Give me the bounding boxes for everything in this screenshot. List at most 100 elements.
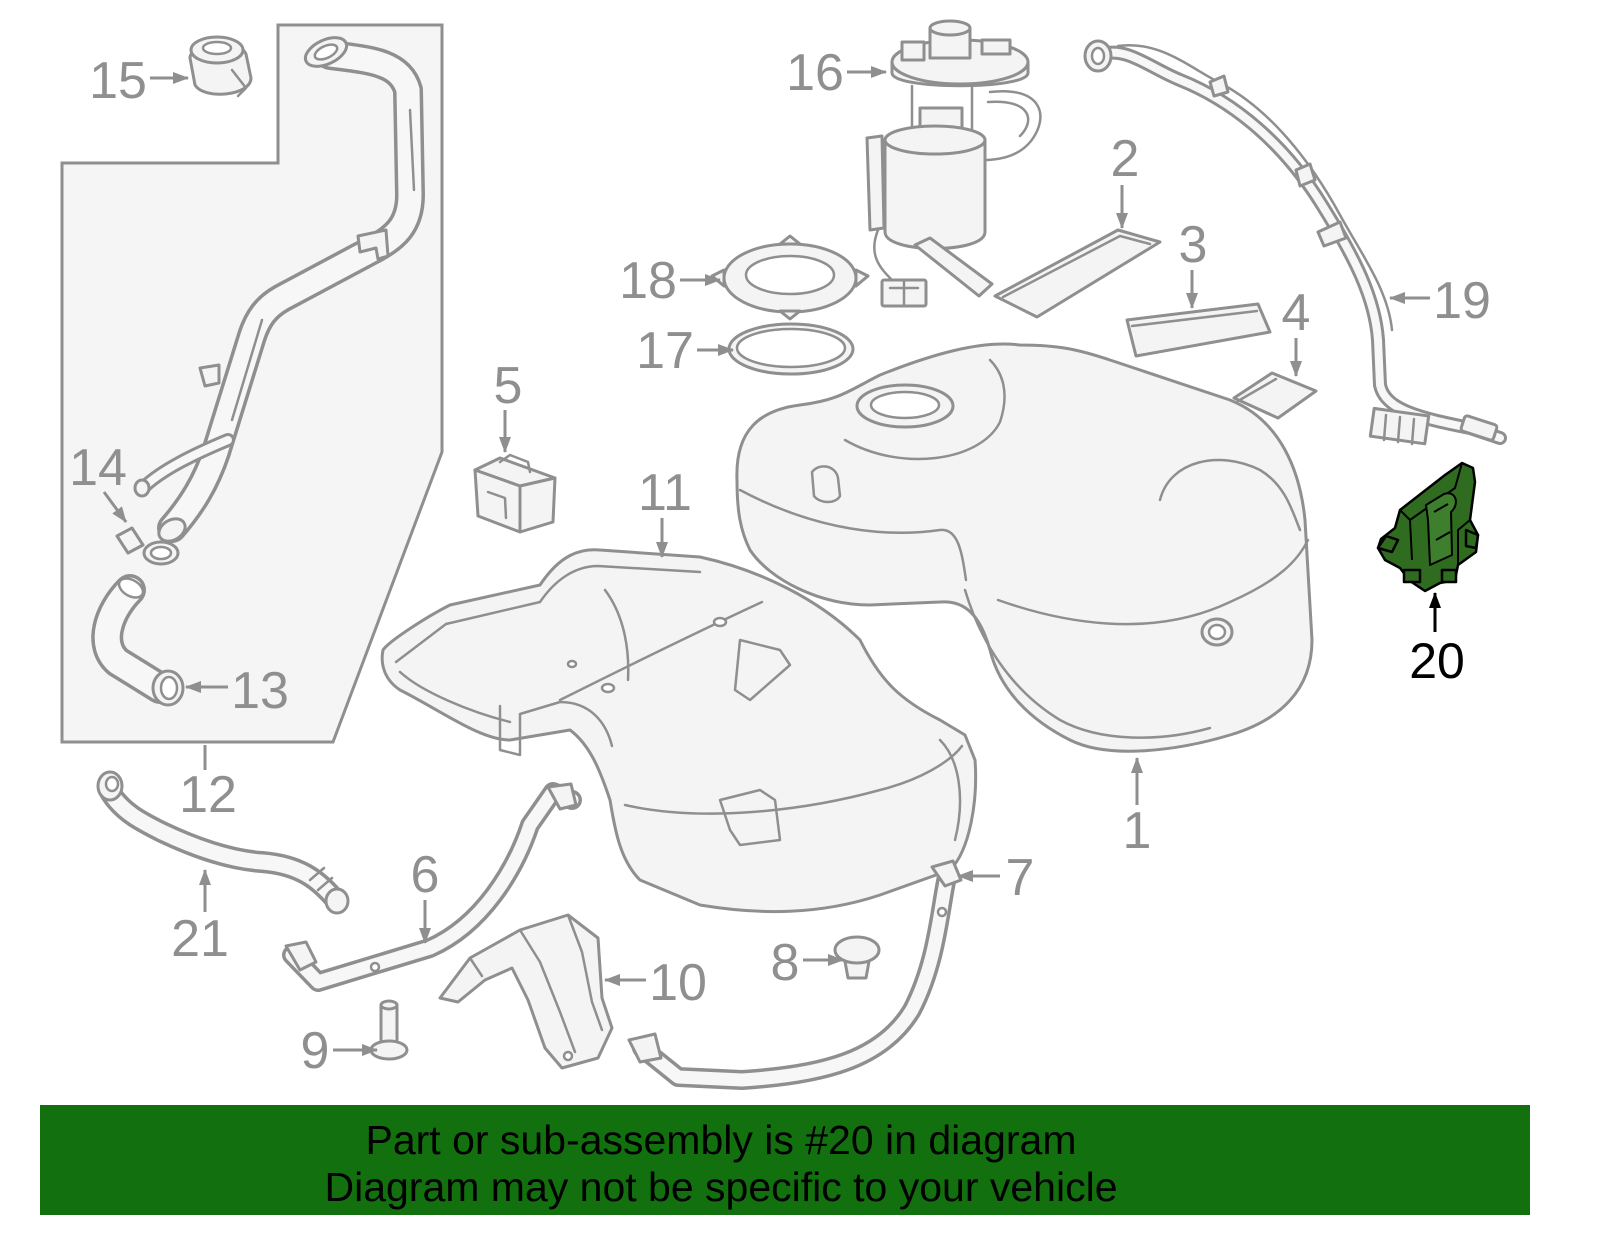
part-6-hole — [369, 961, 381, 973]
part-11-rim-right — [938, 738, 962, 842]
callout-label-5: 5 — [494, 357, 523, 415]
info-banner: Part or sub-assembly is #20 in diagram D… — [40, 1105, 1530, 1215]
part-9-shank-top — [379, 999, 399, 1011]
part-6-top-tab — [546, 782, 578, 811]
callout-label-6: 6 — [411, 846, 440, 904]
callout-label-11: 11 — [638, 464, 692, 522]
part-5-side — [518, 476, 557, 534]
part-10-hole — [562, 1050, 574, 1062]
callout-label-17: 17 — [636, 322, 694, 380]
part-1-port-hole — [1207, 623, 1227, 641]
part-20-tab-left — [1402, 568, 1422, 584]
part-18 — [710, 234, 870, 321]
callout-arrow-14 — [102, 491, 128, 523]
part-21-collar — [308, 866, 334, 892]
part-13 — [91, 574, 185, 707]
part-1-seam-right — [996, 538, 1310, 626]
part-6-strap-fill — [285, 785, 579, 989]
part-11-ridge — [558, 600, 764, 702]
callout-label-20: 20 — [1409, 633, 1465, 689]
part-20-highlighted — [1376, 461, 1480, 593]
part-16-pipe — [980, 38, 1012, 56]
callout-label-14: 14 — [69, 439, 127, 497]
part-17 — [727, 322, 855, 376]
part-14-clip — [115, 526, 145, 555]
part-11-lip — [498, 700, 614, 757]
part-2-edge — [1001, 234, 1152, 299]
part-11-hole-2 — [600, 682, 616, 694]
callout-label-4: 4 — [1282, 284, 1311, 342]
part-4-pad — [1232, 371, 1318, 420]
part-16-connector-detail — [888, 278, 920, 308]
banner-line-part-number: Part or sub-assembly is #20 in diagram — [365, 1117, 1077, 1163]
callout-label-21: 21 — [171, 910, 229, 968]
part-1 — [735, 342, 1314, 753]
part-3 — [1125, 302, 1272, 358]
part-10-folds — [468, 913, 604, 1054]
part-16 — [865, 19, 1042, 308]
part-1-notch — [810, 465, 842, 504]
part-16-body — [883, 138, 987, 250]
part-11-hole-1 — [712, 616, 728, 628]
part-16-connector-top — [900, 40, 926, 62]
part-4 — [1232, 371, 1318, 420]
part-16-body-top — [883, 124, 987, 156]
callout-label-10: 10 — [649, 954, 707, 1012]
part-3-edge — [1130, 309, 1259, 328]
part-11-pocket — [733, 638, 792, 702]
part-21-end — [324, 887, 350, 915]
part-4-edge — [1236, 377, 1278, 403]
callout-label-19: 19 — [1433, 272, 1491, 330]
filler-neck — [133, 36, 425, 543]
part-17-hole — [735, 327, 847, 369]
part-20-side-flanges — [1376, 528, 1480, 554]
callout-label-18: 18 — [619, 252, 677, 310]
part-19-connector-ribs — [1382, 413, 1416, 446]
part-13-top-end — [117, 577, 145, 599]
part-15 — [188, 35, 253, 98]
part-15-inner — [201, 40, 233, 56]
banner-line-disclaimer: Diagram may not be specific to your vehi… — [324, 1164, 1118, 1210]
part-16-float-left — [865, 134, 886, 232]
part-13-cuff-hole — [159, 675, 179, 701]
banner-text: Part or sub-assembly is #20 in diagram D… — [40, 1105, 1402, 1211]
vent-tube-fill — [140, 436, 232, 491]
callout-label-13: 13 — [231, 662, 289, 720]
part-5-detail — [486, 453, 532, 520]
part-21-top-fitting-hole — [104, 775, 120, 793]
part-16-float-arm — [913, 236, 994, 298]
callout-label-8: 8 — [771, 934, 800, 992]
part-10 — [438, 913, 614, 1070]
part-11 — [380, 548, 978, 914]
callout-label-1: 1 — [1123, 802, 1152, 860]
part-18-hole — [744, 254, 836, 296]
part-11-rim-inner — [398, 670, 512, 724]
part-1-tank-body — [735, 342, 1314, 753]
filler-neck-tab — [198, 363, 221, 388]
filler-neck-bracket — [356, 228, 390, 261]
part-19-end-connector — [1459, 414, 1499, 442]
part-11-rim-left — [394, 564, 702, 664]
part-16-fitting-top — [928, 19, 972, 37]
part-10-body — [438, 913, 614, 1070]
filler-neck-flange-hole — [313, 43, 339, 61]
callout-label-3: 3 — [1179, 216, 1208, 274]
callout-label-16: 16 — [786, 44, 844, 102]
part-14-ring-hole — [149, 545, 173, 561]
part-1-right-contour — [1158, 458, 1302, 532]
part-21 — [96, 770, 350, 915]
callout-label-2: 2 — [1111, 130, 1140, 188]
part-8-head — [833, 935, 881, 965]
callout-label-12: 12 — [179, 766, 237, 824]
part-16-wire — [873, 228, 894, 282]
callout-label-7: 7 — [1006, 849, 1035, 907]
part-3-pad — [1125, 302, 1272, 358]
part-15-tab — [230, 68, 248, 98]
part-8 — [833, 935, 881, 980]
part-11-bottom-pocket — [718, 788, 782, 847]
part-11-hole-3 — [566, 659, 578, 669]
part-19-line-fill — [1096, 48, 1504, 442]
part-20-connector-detail — [1433, 503, 1451, 541]
part-7-hole — [936, 906, 948, 918]
